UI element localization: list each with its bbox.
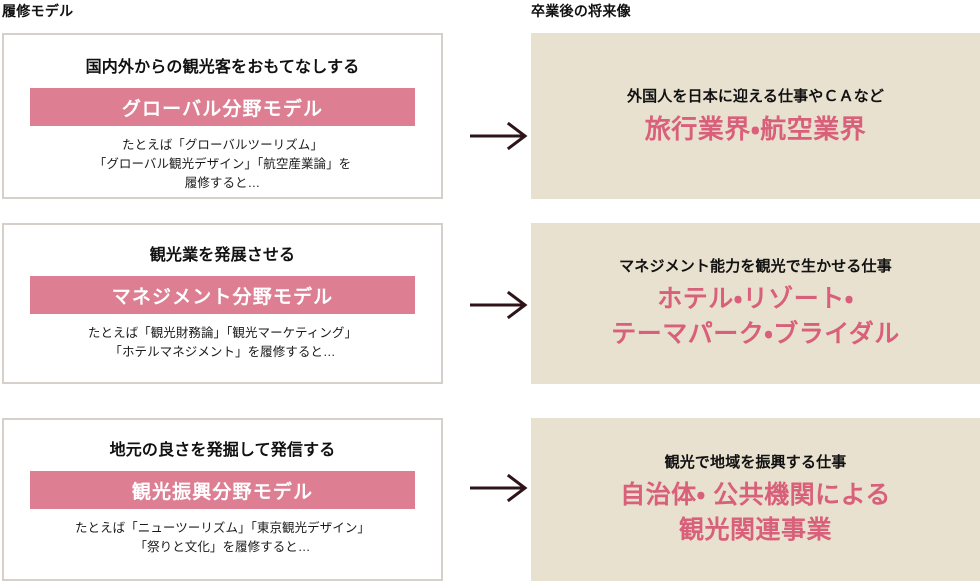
model-note-line: 「グローバル観光デザイン」「航空産業論」を: [93, 157, 352, 171]
diagram-row: 国内外からの観光客をおもてなしする グローバル分野モデル たとえば「グローバルツ…: [0, 33, 980, 199]
future-title-line: 観光関連事業: [678, 515, 832, 544]
model-heading: 地元の良さを発掘して発信する: [109, 442, 336, 459]
model-note-line: 履修すると…: [184, 176, 261, 190]
model-note: たとえば「観光財務論」「観光マーケティング」 「ホテルマネジメント」を履修すると…: [23, 324, 423, 362]
model-card[interactable]: 国内外からの観光客をおもてなしする グローバル分野モデル たとえば「グローバルツ…: [2, 33, 443, 199]
future-title-line: 旅行業界・航空業界: [644, 114, 867, 144]
future-title: 自治体・ 公共機関による 観光関連事業: [620, 478, 891, 548]
column-header-curriculum-models: 履修モデル: [2, 3, 74, 19]
arrow-right-icon: [470, 473, 528, 503]
future-title: 旅行業界・航空業界: [645, 112, 867, 146]
future-title: ホテル・リゾート・ テーマパーク・ブライダル: [611, 282, 900, 352]
future-title-line: テーマパーク・ブライダル: [611, 319, 900, 348]
future-panel[interactable]: 観光で地域を振興する仕事 自治体・ 公共機関による 観光関連事業: [531, 418, 980, 581]
model-note-line: 「祭りと文化」を履修すると…: [134, 540, 311, 554]
model-note-line: たとえば「観光財務論」「観光マーケティング」: [87, 326, 358, 340]
arrow-right-icon: [470, 121, 528, 151]
model-note-line: たとえば「グローバルツーリズム」: [122, 138, 323, 152]
model-band-label: 観光振興分野モデル: [30, 471, 415, 509]
future-lead: マネジメント能力を観光で生かせる仕事: [619, 257, 892, 275]
future-lead: 外国人を日本に迎える仕事やＣＡなど: [626, 88, 885, 105]
model-heading: 国内外からの観光客をおもてなしする: [85, 59, 360, 76]
model-note: たとえば「グローバルツーリズム」 「グローバル観光デザイン」「航空産業論」を 履…: [23, 136, 423, 193]
model-heading: 観光業を発展させる: [149, 247, 296, 264]
model-band-label: マネジメント分野モデル: [30, 276, 415, 314]
future-title-line: 自治体・ 公共機関による: [620, 480, 891, 509]
future-panel[interactable]: 外国人を日本に迎える仕事やＣＡなど 旅行業界・航空業界: [531, 33, 980, 199]
arrow-right-icon: [470, 290, 528, 320]
future-panel[interactable]: マネジメント能力を観光で生かせる仕事 ホテル・リゾート・ テーマパーク・ブライダ…: [531, 223, 980, 384]
model-card[interactable]: 観光業を発展させる マネジメント分野モデル たとえば「観光財務論」「観光マーケテ…: [2, 223, 443, 384]
future-lead: 観光で地域を振興する仕事: [664, 453, 847, 471]
diagram-row: 地元の良さを発掘して発信する 観光振興分野モデル たとえば「ニューツーリズム」「…: [0, 418, 980, 581]
column-header-future-vision: 卒業後の将来像: [531, 3, 631, 19]
model-note-line: 「ホテルマネジメント」を履修すると…: [109, 345, 336, 359]
model-band-label: グローバル分野モデル: [30, 88, 415, 126]
future-title-line: ホテル・リゾート・: [657, 284, 854, 313]
model-note: たとえば「ニューツーリズム」「東京観光デザイン」 「祭りと文化」を履修すると…: [23, 519, 423, 557]
model-note-line: たとえば「ニューツーリズム」「東京観光デザイン」: [74, 521, 370, 535]
model-card[interactable]: 地元の良さを発掘して発信する 観光振興分野モデル たとえば「ニューツーリズム」「…: [2, 418, 443, 581]
diagram-row: 観光業を発展させる マネジメント分野モデル たとえば「観光財務論」「観光マーケテ…: [0, 223, 980, 384]
